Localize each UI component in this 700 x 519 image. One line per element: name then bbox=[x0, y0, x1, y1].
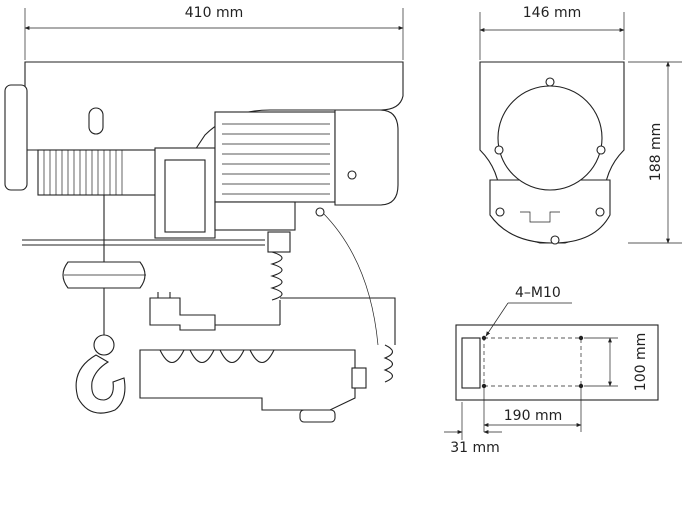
motor-fins bbox=[222, 123, 330, 195]
bolt-spec-callout: 4–M10 bbox=[485, 285, 572, 337]
side-width-label: 146 mm bbox=[523, 5, 581, 21]
side-height-label: 188 mm bbox=[648, 123, 664, 181]
mount-offset-label: 31 mm bbox=[450, 440, 500, 456]
dimension-total-length: 410 mm bbox=[24, 5, 404, 60]
dimension-mount-offset: 31 mm bbox=[444, 402, 502, 456]
hoist-side-view bbox=[479, 61, 625, 245]
dimension-mount-depth: 100 mm bbox=[584, 333, 649, 391]
total-length-label: 410 mm bbox=[185, 5, 243, 21]
hoist-front-view bbox=[4, 61, 404, 423]
mount-plate-view bbox=[455, 324, 659, 401]
spring-cable bbox=[270, 251, 283, 301]
dimension-side-width: 146 mm bbox=[479, 5, 625, 60]
mount-spacing-label: 190 mm bbox=[504, 408, 562, 424]
mount-depth-label: 100 mm bbox=[633, 333, 649, 391]
drum-windings bbox=[43, 150, 123, 195]
bolt-spec-label: 4–M10 bbox=[515, 285, 561, 301]
dimension-side-height: 188 mm bbox=[628, 61, 682, 244]
controller-buttons bbox=[159, 349, 275, 364]
dimension-mount-spacing: 190 mm bbox=[483, 388, 582, 432]
